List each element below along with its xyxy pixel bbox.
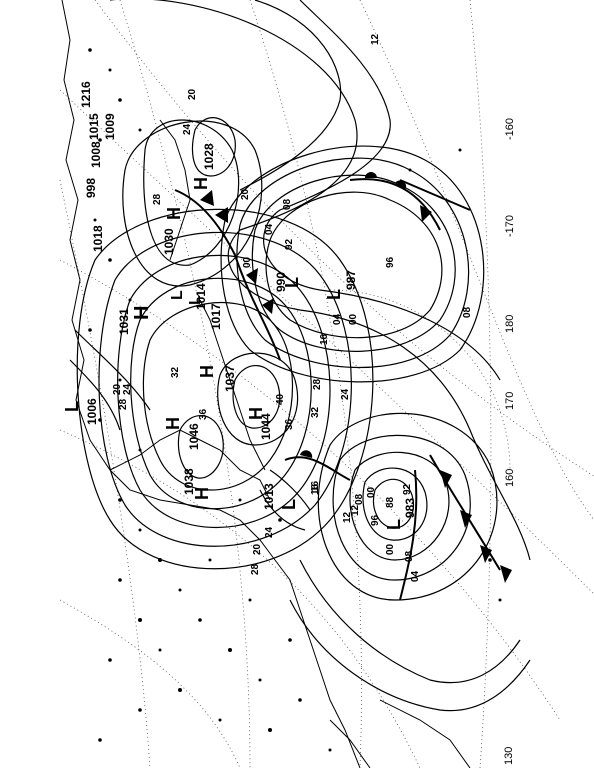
isobar-label: 24 [182, 123, 193, 135]
pressure-centers: H 1031 H 1030 H 1028 H 1037 H 1046 H 104… [62, 81, 417, 530]
pressure-value: 987 [344, 270, 358, 290]
pressure-value: 1030 [162, 228, 176, 255]
pressure-value: 1031 [117, 308, 131, 335]
isobar-label: 08 [282, 198, 293, 210]
pressure-value: 1038 [182, 468, 196, 495]
isobar-label: 28 [152, 193, 163, 205]
pressure-value: 1017 [209, 303, 223, 330]
low-pressure-label: L [324, 289, 344, 300]
high-pressure-label: H [131, 306, 153, 320]
pressure-value: 1028 [202, 143, 216, 170]
longitude-label: 170 [504, 392, 516, 410]
pressure-value: 1018 [91, 225, 105, 252]
high-pressure-label: H [191, 177, 211, 190]
isobar-label: 00 [366, 486, 377, 498]
pressure-value: 983 [403, 498, 417, 518]
isobar-label: 04 [332, 313, 343, 325]
high-pressure-label: H [163, 417, 183, 430]
pressure-value: 1006 [85, 398, 99, 425]
pressure-value: 1008 [89, 141, 103, 168]
low-pressure-label: L [384, 519, 404, 530]
isobar-label: 88 [385, 496, 396, 508]
isobar-label: 92 [402, 483, 413, 495]
pressure-value: 1044 [259, 413, 273, 440]
isobar-labels: 12 20 24 28 20 00 04 08 92 96 00 04 08 1… [112, 33, 473, 582]
isobar-label: 04 [410, 570, 421, 582]
low-pressure-label: L [282, 277, 302, 288]
high-pressure-label: H [192, 487, 212, 500]
pressure-value: 1014 [194, 283, 208, 310]
isobars [69, 0, 531, 712]
isobar-label: 16 [310, 480, 321, 492]
isobar-label: 24 [264, 526, 275, 538]
isobar-label: 16 [319, 333, 330, 345]
isobar-label: 12 [370, 33, 381, 45]
station-markers [88, 48, 502, 752]
isobar-label: 08 [354, 493, 365, 505]
isobar-label: 28 [312, 378, 323, 390]
isobar-label: 04 [264, 223, 275, 235]
isobar-label: 40 [275, 393, 286, 405]
longitude-label: 160 [504, 469, 516, 487]
isobar-label: 00 [242, 256, 253, 268]
isobar-label: 20 [252, 543, 263, 555]
longitude-label: 180 [504, 315, 516, 333]
isobar-label: 20 [240, 188, 251, 200]
fronts [174, 178, 501, 601]
pressure-value: 1037 [223, 365, 237, 392]
isobar-label: 32 [310, 406, 321, 418]
pressure-value: 990 [274, 272, 288, 292]
isobar-label: 92 [284, 238, 295, 250]
isobar-label: 28 [250, 563, 261, 575]
isobar-label: 12 [350, 504, 361, 516]
isobar-label: 32 [170, 366, 181, 378]
high-pressure-label: H [197, 365, 217, 378]
longitude-label: -160 [504, 118, 516, 140]
low-pressure-label: L [169, 290, 186, 300]
isobar-label: 00 [385, 543, 396, 555]
low-pressure-label: L [187, 295, 204, 305]
isobar-label: 96 [385, 256, 396, 268]
coastline [61, 0, 471, 768]
isobar-label: 08 [404, 550, 415, 562]
isobar-label: 28 [118, 398, 129, 410]
high-pressure-label: H [246, 407, 266, 420]
isobar-label: 20 [187, 88, 198, 100]
isobar-label: 12 [342, 511, 353, 523]
pressure-value: 1013 [262, 483, 276, 510]
pressure-value: 1015 [87, 113, 101, 140]
pressure-value: 1216 [79, 81, 93, 108]
isobar-label: 36 [284, 418, 295, 430]
isobar-label: 08 [462, 306, 473, 318]
isobar-label: 24 [122, 383, 133, 395]
pressure-value: 1046 [187, 423, 201, 450]
pressure-value: 998 [84, 178, 98, 198]
pressure-value: 1009 [103, 113, 117, 140]
high-pressure-label: H [164, 207, 184, 220]
isobar-label: 36 [198, 408, 209, 420]
isobar-label: 24 [340, 388, 351, 400]
isobar-label: 16 [310, 483, 321, 495]
low-pressure-label: L [279, 499, 299, 510]
front-barbs [200, 172, 512, 583]
isobar-label: 00 [348, 313, 359, 325]
isobar-label: 20 [112, 383, 123, 395]
longitude-label: 130 [503, 747, 515, 765]
longitude-label: -170 [504, 215, 516, 237]
isobar-label: 96 [370, 514, 381, 526]
graticule [59, 0, 594, 768]
low-pressure-label: L [62, 401, 82, 412]
longitude-labels: -160 -170 180 170 160 130 [503, 118, 516, 765]
